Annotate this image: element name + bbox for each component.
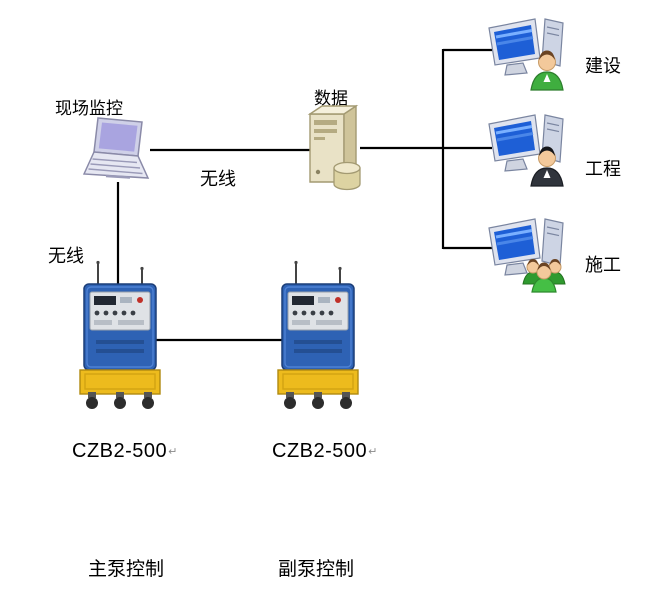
pump-right-model-text: CZB2-500 bbox=[272, 440, 368, 462]
pump-controller-icon-left bbox=[76, 260, 164, 417]
label-pump-right-role: 副泵控制 bbox=[278, 559, 355, 580]
pump-controller-icon-right bbox=[274, 260, 362, 417]
return-mark-right: ↵ bbox=[368, 446, 378, 458]
label-pump-left-role: 主泵控制 bbox=[88, 559, 165, 580]
label-client-1: 建设 bbox=[585, 56, 621, 76]
server-icon bbox=[298, 102, 370, 201]
workstation-icon-client-1 bbox=[483, 16, 575, 97]
label-site-monitor: 现场监控 bbox=[55, 99, 123, 118]
label-pump-right-model: CZB2-500↵ bbox=[272, 440, 378, 463]
laptop-icon bbox=[78, 116, 156, 193]
label-wireless-left: 无线 bbox=[48, 246, 84, 266]
label-data-server: 数据 bbox=[314, 89, 348, 108]
workstation-icon-client-3 bbox=[483, 216, 575, 299]
label-wireless-top: 无线 bbox=[200, 169, 236, 189]
return-mark-left: ↵ bbox=[168, 446, 178, 458]
workstation-icon-client-2 bbox=[483, 112, 575, 193]
label-pump-left-model: CZB2-500↵ bbox=[72, 440, 178, 463]
pump-left-model-text: CZB2-500 bbox=[72, 440, 168, 462]
label-client-3: 施工 bbox=[585, 255, 621, 275]
label-client-2: 工程 bbox=[585, 159, 621, 179]
